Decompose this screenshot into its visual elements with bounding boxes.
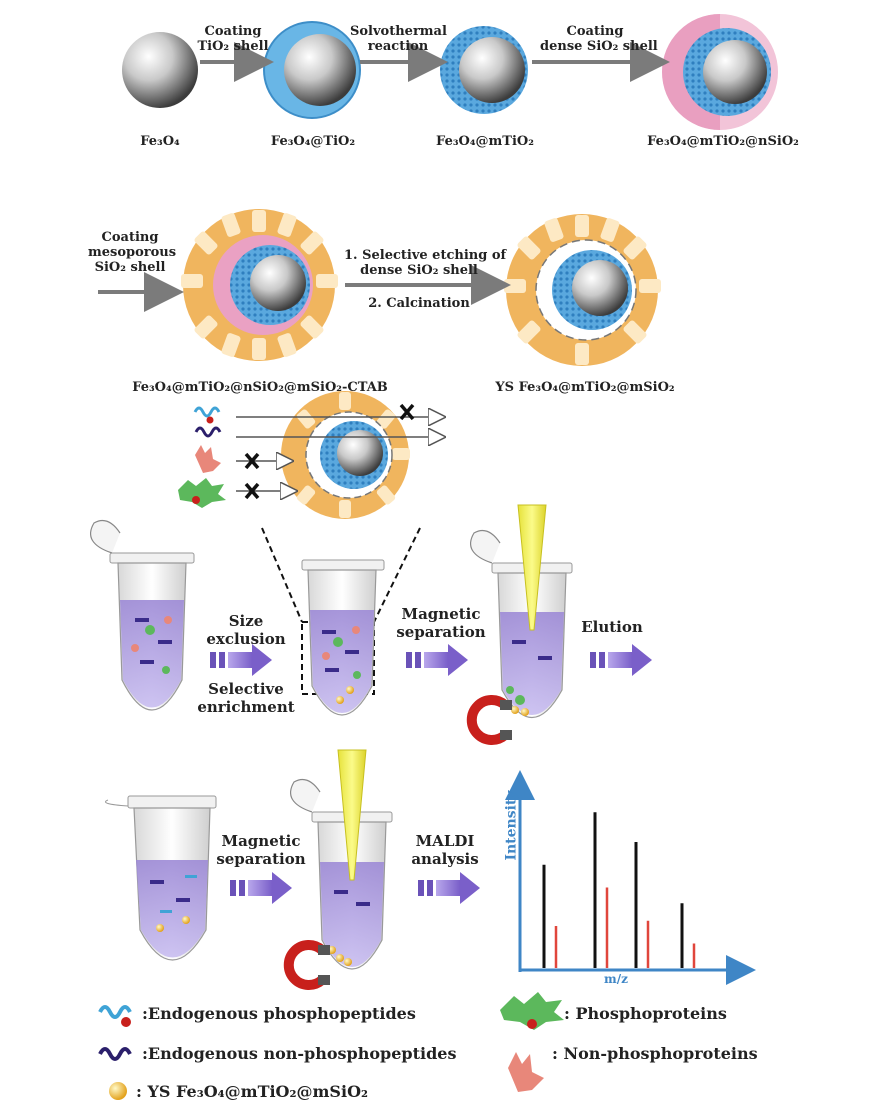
- legend-non-phosphopeptide-icon: [98, 1047, 132, 1061]
- particle-fe3o4-tio2: [263, 21, 361, 119]
- step-label-line: Selective: [208, 680, 284, 698]
- maldi-chart: [505, 770, 756, 985]
- arrow-label-line: Coating: [101, 230, 159, 245]
- process-arrow-row3-1: [210, 644, 272, 676]
- legend-label-ys-particle: : YS Fe₃O₄@mTiO₂@mSiO₂: [136, 1082, 369, 1101]
- step-label-maldi: MALDI analysis: [400, 832, 490, 868]
- step-label-line: analysis: [411, 850, 479, 868]
- step-label-magnetic-separation-2: Magnetic separation: [206, 832, 316, 868]
- arrow-label-calcination: 2. Calcination: [368, 296, 470, 311]
- process-arrow-row3-3: [590, 644, 652, 676]
- arrow-label-line: mesoporous: [88, 245, 177, 260]
- arrow-label-line: TiO₂ shell: [197, 39, 269, 54]
- chart-y-label: Intensity: [503, 790, 520, 861]
- arrow-label-line: SiO₂ shell: [94, 260, 166, 275]
- chart-x-label: m/z: [604, 972, 628, 986]
- step-label-magnetic-separation: Magnetic separation: [386, 605, 496, 641]
- magnet-row3: [466, 695, 512, 745]
- particle-label-fe3o4-mtio2-nsio2: Fe₃O₄@mTiO₂@nSiO₂: [647, 134, 799, 149]
- legend-label-phosphoproteins: : Phosphoproteins: [564, 1004, 727, 1023]
- step-label-line: enrichment: [197, 698, 295, 716]
- legend-phosphoprotein-icon: [500, 992, 564, 1030]
- particle-ctab: [181, 209, 338, 361]
- arrow-label-line: Coating: [204, 24, 262, 39]
- particle-label-ys: YS Fe₃O₄@mTiO₂@mSiO₂: [495, 380, 675, 395]
- particle-ys: [504, 214, 661, 366]
- step-label-size-exclusion: Size exclusion: [196, 612, 296, 648]
- tube-row3-3: [470, 504, 573, 718]
- particle-label-ctab: Fe₃O₄@mTiO₂@nSiO₂@mSiO₂-CTAB: [132, 380, 388, 395]
- particle-label-fe3o4-mtio2: Fe₃O₄@mTiO₂: [436, 134, 534, 149]
- arrow-label-etching: 1. Selective etching of dense SiO₂ shell: [344, 248, 507, 278]
- inset-non-phosphoprotein-icon: [195, 445, 221, 473]
- particle-fe3o4-mtio2-nsio2: [662, 14, 778, 130]
- step-label-line: Magnetic: [221, 832, 301, 850]
- inset-phosphoprotein-icon: [178, 478, 226, 508]
- process-arrow-row4-2: [418, 872, 480, 904]
- process-arrow-row4-1: [230, 872, 292, 904]
- legend-label-phosphopeptides: :Endogenous phosphopeptides: [142, 1004, 416, 1023]
- arrow-label-line: reaction: [367, 39, 429, 54]
- arrow-label-line: Coating: [566, 24, 624, 39]
- arrow-label-mesoporous: Coating mesoporous SiO₂ shell: [88, 230, 177, 275]
- tube-row3-1: [90, 520, 195, 711]
- step-label-line: MALDI: [415, 832, 475, 850]
- particle-fe3o4-mtio2: [440, 26, 528, 114]
- step-label-line: separation: [216, 850, 306, 868]
- legend-label-non-phosphopeptides: :Endogenous non-phosphopeptides: [142, 1044, 457, 1063]
- arrow-label-line: Solvothermal: [350, 24, 447, 39]
- arrow-label-solvothermal: Solvothermal reaction: [350, 24, 447, 54]
- tube-row4-2: [290, 749, 393, 970]
- process-arrow-row3-2: [406, 644, 468, 676]
- arrow-label-line: dense SiO₂ shell: [540, 39, 658, 54]
- legend-label-non-phosphoproteins: : Non-phosphoproteins: [552, 1044, 758, 1063]
- blocked-x-marks: [244, 403, 415, 500]
- step-label-elution: Elution: [581, 618, 643, 636]
- size-exclusion-particle: [281, 391, 410, 519]
- inset-phosphopeptide-icon: [193, 406, 221, 424]
- arrow-label-coating-dense-sio2: Coating dense SiO₂ shell: [540, 24, 658, 54]
- step-label-selective-enrichment: Selective enrichment: [196, 680, 296, 716]
- arrow-label-coating-tio2: Coating TiO₂ shell: [196, 24, 270, 54]
- legend-non-phosphoprotein-icon: [508, 1052, 544, 1092]
- particle-fe3o4: [122, 32, 198, 108]
- arrow-label-line: 1. Selective etching of: [344, 248, 507, 263]
- tube-row3-2: [301, 559, 385, 716]
- legend-phosphopeptide-icon: [98, 1005, 132, 1027]
- step-label-line: Magnetic: [401, 605, 481, 623]
- particle-label-fe3o4-tio2: Fe₃O₄@TiO₂: [270, 134, 356, 149]
- particle-label-fe3o4: Fe₃O₄: [140, 134, 180, 149]
- size-exclusion-arrows: [236, 417, 440, 491]
- step-label-line: Size: [228, 612, 264, 630]
- tube-row4-1: [105, 795, 217, 961]
- step-label-line: separation: [396, 623, 486, 641]
- legend-ys-particle-icon: [109, 1082, 127, 1100]
- inset-non-phosphopeptide-icon: [194, 426, 222, 438]
- magnet-row4: [283, 940, 330, 990]
- arrow-label-line: dense SiO₂ shell: [360, 263, 478, 278]
- step-label-line: exclusion: [206, 630, 286, 648]
